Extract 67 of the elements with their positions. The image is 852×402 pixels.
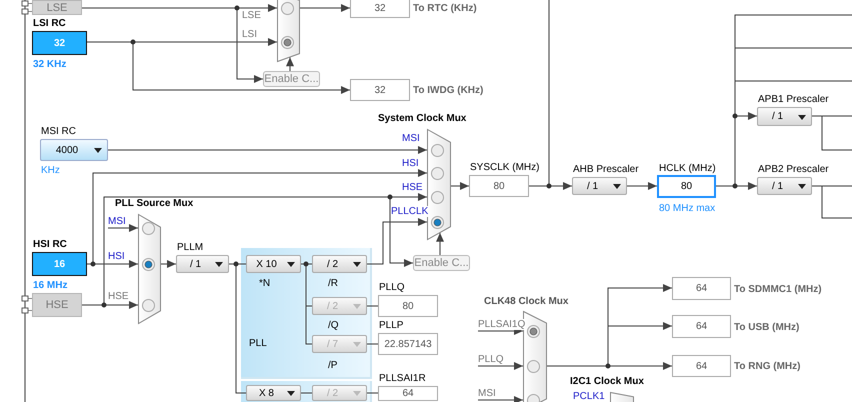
divider-label: /P	[328, 360, 338, 372]
heading-label: APB2 Prescaler	[758, 164, 829, 176]
arrow	[160, 260, 176, 268]
edge-label: HSI	[402, 158, 419, 169]
edge-label: PLLCLK	[391, 206, 428, 217]
heading-label: APB1 Prescaler	[758, 94, 829, 106]
heading-label: LSI RC	[33, 18, 66, 30]
edge-label: PLLQ	[478, 354, 504, 365]
unit-label: KHz	[41, 165, 60, 177]
arrow	[626, 182, 658, 190]
heading-label: SYSCLK (MHz)	[470, 162, 540, 174]
connector-line	[812, 116, 852, 150]
edge-label: LSI	[242, 29, 258, 40]
arrow	[478, 362, 524, 370]
divider-label: *N	[259, 278, 270, 290]
heading-label: System Clock Mux	[378, 113, 466, 125]
oscillator-button: HSE	[32, 293, 82, 317]
output-label: To IWDG (KHz)	[413, 85, 484, 97]
edge-label: HSE	[402, 182, 423, 193]
unit-label: 80 MHz max	[659, 203, 716, 215]
arrow	[478, 396, 524, 402]
edge-label: MSI	[478, 388, 496, 399]
unit-label: 16 MHz	[33, 280, 68, 292]
arrow	[300, 4, 350, 12]
multiplexer	[277, 0, 300, 62]
output-label: To RNG (MHz)	[734, 361, 800, 373]
pll-panel	[241, 381, 372, 402]
heading-label: AHB Prescaler	[573, 164, 639, 176]
arrow	[108, 146, 428, 154]
panel-label: PLL	[249, 338, 267, 350]
enable-button: Enable C...	[263, 71, 320, 87]
edge-label: MSI	[402, 133, 420, 144]
arrow	[366, 218, 428, 264]
edge-label: HSE	[108, 291, 129, 302]
edge-label: MSI	[108, 216, 126, 227]
heading-label: PLLSAI1R	[379, 373, 426, 385]
edge-label: LSE	[242, 10, 261, 21]
unit-label: 32 KHz	[33, 59, 66, 71]
pll-panel	[241, 248, 372, 379]
dropdown: X 8	[246, 385, 301, 401]
enable-button: Enable C...	[413, 255, 470, 271]
divider-label: /Q	[328, 320, 339, 332]
heading-label: PLL Source Mux	[115, 198, 194, 210]
output-label: To SDMMC1 (MHz)	[734, 284, 822, 296]
heading-label: CLK48 Clock Mux	[484, 296, 568, 308]
edge-label: HSI	[108, 251, 125, 262]
heading-label: PLLM	[177, 242, 204, 254]
connector-line	[366, 392, 378, 394]
heading-label: MSI RC	[41, 126, 76, 138]
output-label: To USB (MHz)	[734, 322, 800, 334]
output-label: To RTC (KHz)	[413, 3, 477, 15]
arrow	[450, 182, 470, 190]
arrow	[436, 232, 444, 256]
divider-label: /R	[328, 278, 338, 290]
heading-label: I2C1 Clock Mux	[570, 376, 644, 388]
heading-label: HSI RC	[33, 239, 67, 251]
arrow	[108, 224, 138, 232]
dropdown: / 2	[312, 385, 367, 401]
oscillator-button: LSE	[32, 0, 82, 15]
heading-label: HCLK (MHz)	[659, 163, 716, 175]
arrow	[286, 56, 294, 72]
heading-label: PLLP	[379, 320, 404, 332]
heading-label: PLLQ	[379, 282, 405, 294]
input-label: PCLK1	[573, 391, 605, 402]
edge-label: PLLSAI1Q	[478, 319, 526, 330]
connector-line	[300, 392, 312, 394]
connector-line	[812, 186, 852, 218]
